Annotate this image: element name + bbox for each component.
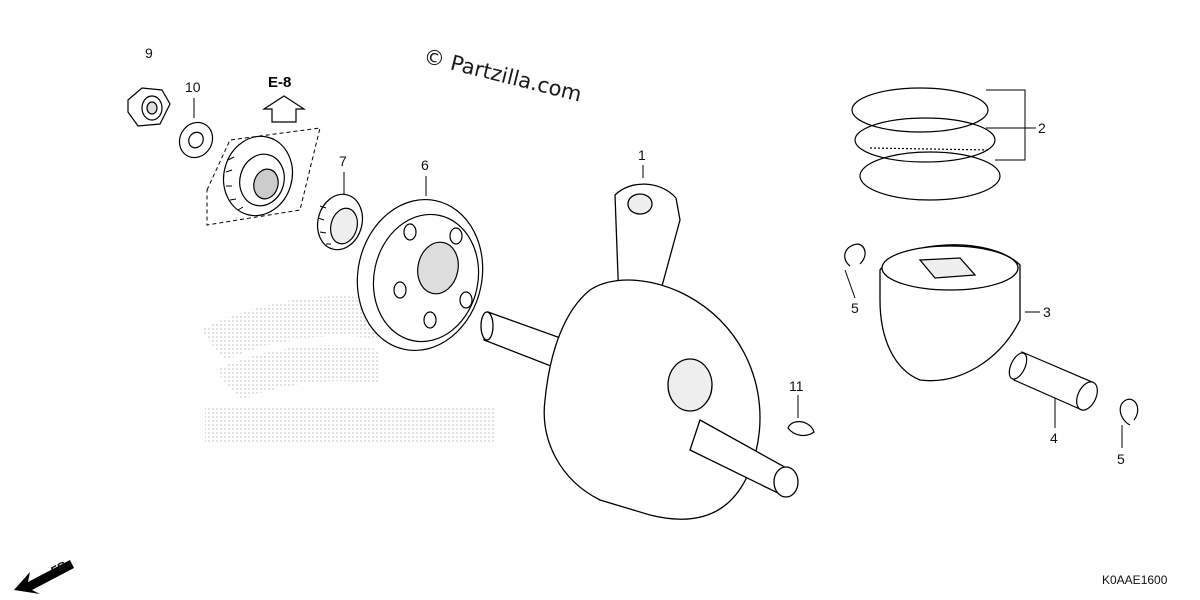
needle-bearing-icon — [316, 193, 364, 251]
primary-drive-gear-icon — [356, 198, 484, 352]
reference-arrow-icon — [261, 95, 307, 123]
reference-label: E-8 — [268, 74, 292, 91]
crankshaft-icon — [480, 183, 799, 520]
nut-icon — [127, 87, 171, 127]
background-logo — [200, 296, 495, 444]
leader-lines — [193, 89, 1123, 448]
callout-11[interactable]: 11 — [789, 378, 804, 394]
piston-pin-icon — [1008, 351, 1098, 411]
callout-5-left[interactable]: 5 — [851, 300, 859, 316]
woodruff-key-icon — [787, 421, 815, 437]
piston-rings-icon — [851, 87, 1001, 201]
washer-icon — [178, 121, 214, 159]
callout-5-right[interactable]: 5 — [1117, 451, 1125, 467]
driven-gear-icon — [222, 135, 294, 217]
piston-icon — [879, 244, 1021, 382]
callout-4[interactable]: 4 — [1050, 430, 1058, 446]
callout-10[interactable]: 10 — [185, 79, 201, 95]
callout-1[interactable]: 1 — [638, 147, 646, 163]
callout-9[interactable]: 9 — [145, 45, 153, 61]
callout-2[interactable]: 2 — [1038, 120, 1046, 136]
callout-7[interactable]: 7 — [339, 153, 347, 169]
callout-3[interactable]: 3 — [1043, 304, 1051, 320]
callout-6[interactable]: 6 — [421, 157, 429, 173]
front-direction-icon — [14, 560, 74, 594]
diagram-code: K0AAE1600 — [1102, 573, 1168, 587]
sub-assembly-outline — [206, 127, 321, 226]
piston-clip-icon — [844, 243, 1139, 426]
